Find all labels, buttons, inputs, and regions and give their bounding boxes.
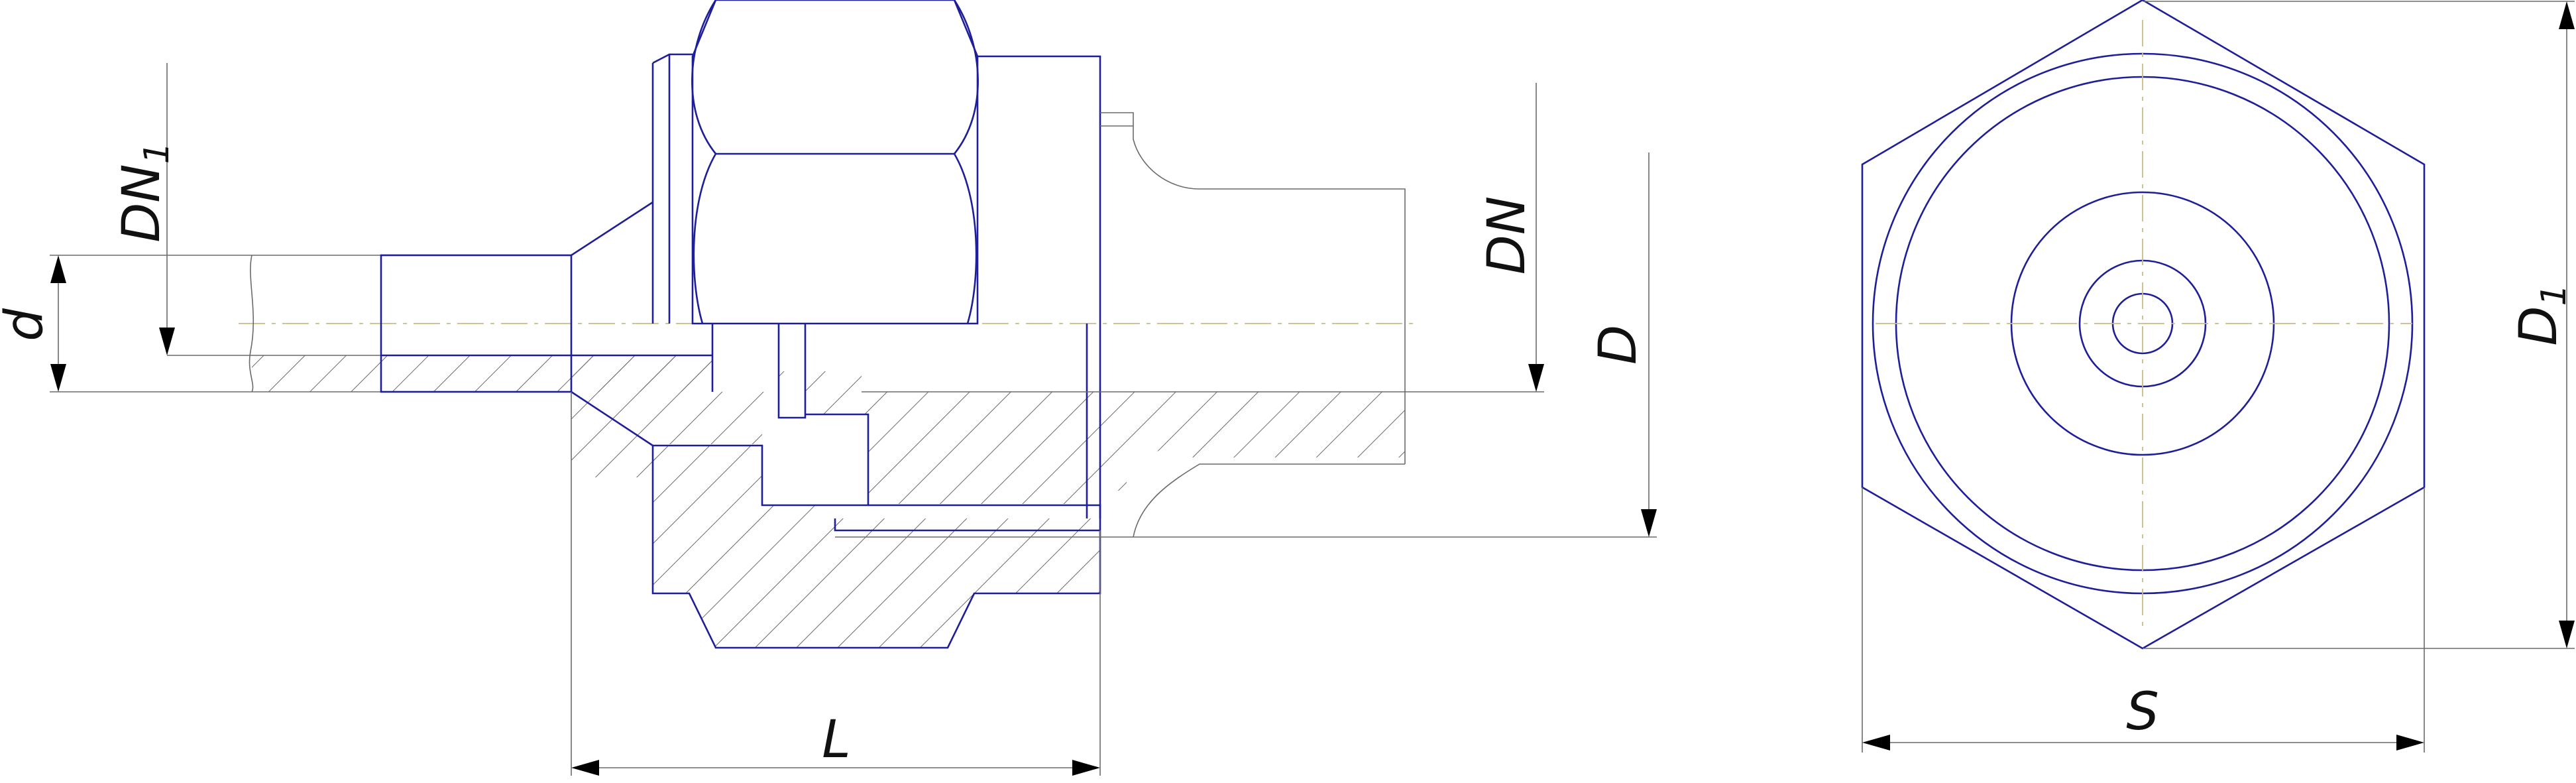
dim-D-label: D [1589, 325, 1648, 365]
nut-outline-lower [651, 444, 1101, 649]
dim-D1-label: D1 [2509, 284, 2574, 345]
fitting-body [777, 112, 1406, 538]
nut-thread-cap [652, 53, 693, 64]
collar-upper-cone [571, 201, 653, 257]
dimension-L: L [571, 392, 1101, 776]
dim-D1-arrow-bottom [2559, 621, 2575, 648]
dim-L-arrow-right [1072, 760, 1100, 776]
nut-chamfer-arc-right [953, 0, 979, 154]
section-view: d DN1 DN D L [0, 0, 1657, 776]
nipple [380, 254, 714, 393]
dim-dn-arrow [1528, 364, 1544, 392]
nut-outline-upper [691, 0, 979, 325]
dimension-d: d [0, 255, 252, 392]
dim-S-arrow-left [1862, 735, 1890, 751]
collar-lower-cone [571, 391, 653, 447]
hatch-body [779, 371, 1405, 504]
dim-S-label: S [2126, 682, 2159, 742]
dimension-D1: D1 [2143, 1, 2575, 649]
pipe-break-line [249, 255, 254, 392]
dimension-D: D [835, 152, 1657, 538]
hatch-nut [653, 446, 1100, 648]
dim-dn1-label: DN1 [112, 142, 177, 243]
body-step-2 [805, 413, 869, 505]
body-step-1 [777, 324, 807, 419]
nipple-outline [380, 254, 573, 393]
dim-D-arrow [1641, 509, 1657, 537]
body-inner-wall [834, 518, 1100, 532]
hatch-pipe-wall [252, 355, 381, 392]
dimension-dn1: DN1 [112, 63, 252, 356]
nut-right-face [978, 55, 1101, 518]
pipe [249, 255, 381, 392]
dim-S-arrow-right [2396, 735, 2424, 751]
hatch-collar [571, 355, 779, 477]
dimension-dn: DN [1405, 83, 1544, 392]
end-view: D1 S [1861, 0, 2575, 753]
hexagon-outline [1861, 0, 2426, 650]
dim-dn-label: DN [1477, 196, 1537, 274]
nut-chamfer-arc-left [691, 0, 717, 154]
union-nut [651, 0, 1101, 649]
hatched-sections [252, 355, 1405, 648]
dimension-S: S [1862, 487, 2425, 753]
body-shoulder-lower [1133, 463, 1405, 538]
dim-L-arrow-left [571, 760, 599, 776]
dim-d-label: d [0, 308, 54, 341]
nut-lower-arc-left [693, 153, 717, 324]
dim-d-arrow-bottom [50, 364, 66, 392]
collar [571, 201, 653, 447]
dim-d-arrow-top [50, 255, 66, 283]
body-shoulder-upper [1100, 112, 1406, 464]
dim-D1-arrow-top [2559, 1, 2575, 29]
dim-L-label: L [822, 710, 850, 770]
nut-lower-arc-right [953, 153, 978, 324]
dim-dn1-arrow [159, 328, 175, 355]
